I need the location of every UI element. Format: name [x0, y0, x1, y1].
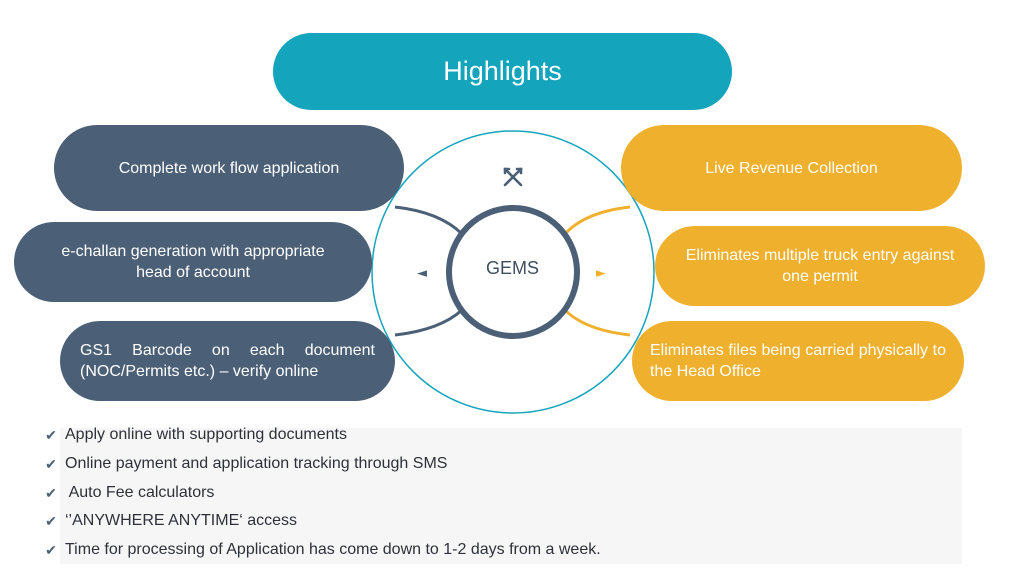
right-connector-bottom: [563, 308, 631, 337]
check-icon: ✔: [45, 485, 57, 501]
feature-label: Complete work flow application: [118, 159, 340, 177]
feature-pill-truck-entry: Eliminates multiple truck entry against …: [655, 226, 985, 306]
list-item: ✔ ‘’ANYWHERE ANYTIME‘ access: [44, 512, 297, 530]
list-item-text: Apply online with supporting documents: [65, 426, 347, 443]
feature-pill-files: Eliminates files being carried physicall…: [632, 321, 964, 401]
feature-label: Live Revenue Collection: [705, 159, 878, 177]
list-item: ✔ Time for processing of Application has…: [44, 541, 601, 559]
check-icon: ✔: [45, 427, 57, 443]
right-connector-top: [563, 205, 631, 236]
left-connector-top: [394, 205, 464, 236]
feature-pill-revenue: Live Revenue Collection: [621, 125, 962, 211]
feature-label: e-challan generation with appropriate he…: [61, 243, 325, 281]
feature-pill-echallan: e-challan generation with appropriate he…: [14, 222, 372, 302]
outer-ring: [371, 130, 655, 414]
feature-pill-barcode: GS1 Barcode on each document (NOC/Permit…: [60, 321, 395, 401]
list-item-text: ‘’ANYWHERE ANYTIME‘ access: [65, 512, 298, 529]
hub-arrow-right: ►: [596, 266, 606, 281]
page-title: Highlights: [273, 33, 732, 110]
left-connector-bottom: [394, 308, 464, 337]
check-icon: ✔: [45, 513, 57, 529]
list-item-text: Time for processing of Application has c…: [65, 541, 601, 558]
hub-label: GEMS: [485, 258, 539, 278]
hub-circle: [446, 205, 580, 339]
feature-label: GS1 Barcode on each document (NOC/Permit…: [80, 342, 375, 380]
feature-pill-workflow: Complete work flow application: [54, 125, 404, 211]
check-icon: ✔: [45, 456, 57, 472]
list-item: ✔ Online payment and application trackin…: [44, 455, 447, 473]
list-item: ✔ Auto Fee calculators: [44, 484, 214, 502]
bullet-panel: [60, 428, 962, 564]
shuffle-icon: [503, 167, 523, 187]
hub-arrow-left: ◄: [417, 266, 427, 281]
list-item-text: Online payment and application tracking …: [65, 455, 448, 472]
list-item-text: Auto Fee calculators: [65, 484, 215, 501]
feature-label: Eliminates multiple truck entry against …: [685, 247, 955, 285]
check-icon: ✔: [45, 542, 57, 558]
list-item: ✔ Apply online with supporting documents: [44, 426, 347, 444]
feature-label: Eliminates files being carried physicall…: [650, 342, 946, 380]
